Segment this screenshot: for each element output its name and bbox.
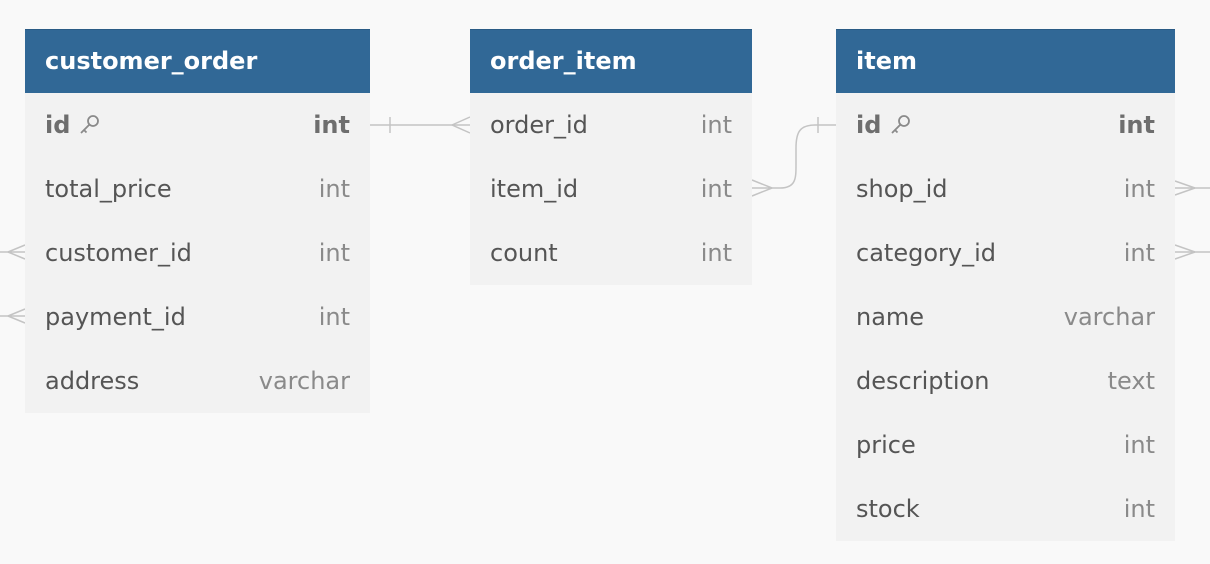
column-row[interactable]: customer_id int	[25, 221, 370, 285]
column-type: int	[1123, 495, 1155, 523]
column-type: int	[1118, 111, 1155, 139]
column-row[interactable]: item_id int	[470, 157, 752, 221]
relation-item-shop	[1174, 180, 1210, 196]
relation-customer-order-customer	[0, 244, 26, 260]
column-type: int	[1123, 175, 1155, 203]
column-name: order_id	[490, 111, 588, 139]
key-icon	[80, 115, 100, 134]
column-name: id	[45, 111, 71, 139]
relation-order-to-order-item	[370, 116, 471, 134]
column-type: int	[1123, 431, 1155, 459]
column-row[interactable]: total_price int	[25, 157, 370, 221]
column-name: description	[856, 367, 990, 395]
table-order-item[interactable]: order_item order_id int item_id int coun…	[470, 29, 752, 285]
table-customer-order[interactable]: customer_order id int total_price int cu…	[25, 29, 370, 413]
column-row[interactable]: stock int	[836, 477, 1175, 541]
column-name: id	[856, 111, 882, 139]
column-row[interactable]: payment_id int	[25, 285, 370, 349]
column-name: stock	[856, 495, 920, 523]
column-type: int	[700, 175, 732, 203]
column-row[interactable]: order_id int	[470, 93, 752, 157]
column-row[interactable]: shop_id int	[836, 157, 1175, 221]
relation-order-item-to-item	[751, 117, 836, 197]
column-name: category_id	[856, 239, 996, 267]
table-header[interactable]: customer_order	[25, 29, 370, 93]
column-row[interactable]: count int	[470, 221, 752, 285]
column-name: item_id	[490, 175, 579, 203]
column-row[interactable]: id int	[25, 93, 370, 157]
column-row[interactable]: name varchar	[836, 285, 1175, 349]
column-type: varchar	[258, 367, 350, 395]
column-name: payment_id	[45, 303, 186, 331]
column-name: shop_id	[856, 175, 948, 203]
table-item[interactable]: item id int shop_id int category_id int …	[836, 29, 1175, 541]
column-row[interactable]: price int	[836, 413, 1175, 477]
column-name: total_price	[45, 175, 172, 203]
relation-customer-order-payment	[0, 308, 26, 324]
column-row[interactable]: address varchar	[25, 349, 370, 413]
column-type: int	[318, 175, 350, 203]
column-type: varchar	[1063, 303, 1155, 331]
table-header[interactable]: order_item	[470, 29, 752, 93]
column-type: int	[318, 303, 350, 331]
column-type: int	[313, 111, 350, 139]
key-icon	[891, 115, 911, 134]
column-name: count	[490, 239, 558, 267]
column-name: address	[45, 367, 140, 395]
column-type: int	[700, 111, 732, 139]
column-type: text	[1107, 367, 1155, 395]
column-row[interactable]: id int	[836, 93, 1175, 157]
column-type: int	[700, 239, 732, 267]
column-name: customer_id	[45, 239, 192, 267]
column-type: int	[1123, 239, 1155, 267]
column-row[interactable]: category_id int	[836, 221, 1175, 285]
column-type: int	[318, 239, 350, 267]
column-name: price	[856, 431, 916, 459]
table-header[interactable]: item	[836, 29, 1175, 93]
column-row[interactable]: description text	[836, 349, 1175, 413]
relation-item-category	[1174, 244, 1210, 260]
column-name: name	[856, 303, 925, 331]
